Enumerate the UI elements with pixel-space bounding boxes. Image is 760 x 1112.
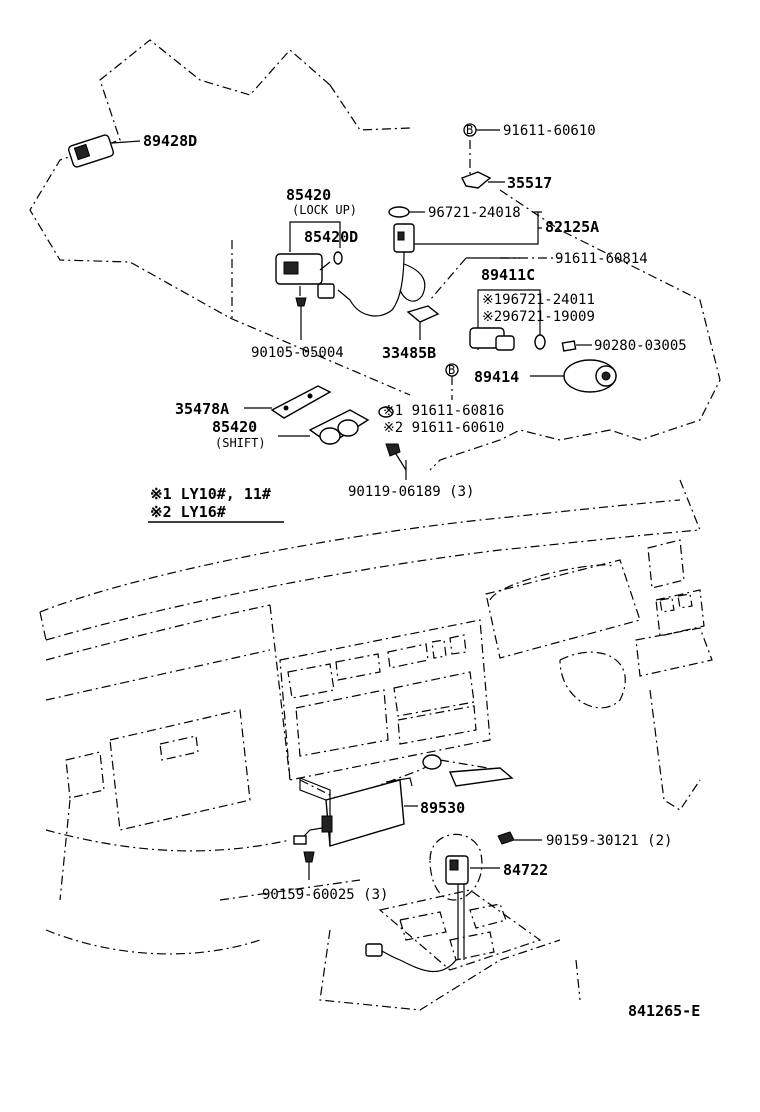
part-84722-shift-knob: 84722 xyxy=(365,833,548,973)
part-82125A-harness: 96721-24018 82125A xyxy=(317,205,599,317)
instrument-panel-outline xyxy=(39,479,713,1011)
part-85420-shift: 85420 (SHIFT) xyxy=(212,406,394,450)
label-84722: 84722 xyxy=(503,861,548,879)
part-89411C-sensor: 89411C ※196721-24011 ※296721-19009 xyxy=(469,266,595,351)
label-90159-60025: 90159-60025 (3) xyxy=(262,887,388,903)
label-90159-30121: 90159-30121 (2) xyxy=(546,833,672,849)
applicability-notes: ※1 LY10#, 11# ※2 LY16# xyxy=(148,485,284,523)
caption-lock-up: (LOCK UP) xyxy=(292,203,357,217)
steering-column xyxy=(422,754,514,787)
label-90105-05004: 90105-05004 xyxy=(251,345,344,361)
bolt-marker-label: B xyxy=(466,123,473,137)
label-89411C: 89411C xyxy=(481,266,535,284)
label-33485B: 33485B xyxy=(382,344,436,362)
label-85420-lockup: 85420 xyxy=(286,186,331,204)
label-89530: 89530 xyxy=(420,799,465,817)
label-89428D: 89428D xyxy=(143,132,197,150)
label-196721-24011: ※196721-24011 xyxy=(482,292,595,308)
label-35478A: 35478A xyxy=(175,400,229,418)
label-91611-60610-2: ※2 91611-60610 xyxy=(383,420,504,436)
part-90280-03005: 90280-03005 xyxy=(561,338,687,354)
label-90119-06189: 90119-06189 (3) xyxy=(348,484,474,500)
part-90119-06189-bolt: 90119-06189 (3) xyxy=(348,443,474,500)
label-89414: 89414 xyxy=(474,368,519,386)
diagram-code: 841265-E xyxy=(628,1002,700,1020)
label-296721-19009: ※296721-19009 xyxy=(482,309,595,325)
label-35517: 35517 xyxy=(507,174,552,192)
part-35517-clip: 35517 xyxy=(461,171,552,192)
part-91611-60610-top: B 91611-60610 xyxy=(463,123,596,139)
part-90159-60025-screw: 90159-60025 (3) xyxy=(262,851,388,903)
note-2: ※2 LY16# xyxy=(150,503,226,521)
bolt-marker-label-2: B xyxy=(448,363,455,377)
part-89414-sensor: 89414 B xyxy=(445,359,617,400)
part-85420-lockup: 85420 (LOCK UP) 85420D xyxy=(275,186,358,296)
label-82125A: 82125A xyxy=(545,218,599,236)
label-90280-03005: 90280-03005 xyxy=(594,338,687,354)
part-35478A-bracket: 35478A xyxy=(175,385,332,419)
part-89428D-switch: 89428D xyxy=(67,132,197,168)
part-33485B-clamp: 33485B xyxy=(382,305,440,362)
note-1: ※1 LY10#, 11# xyxy=(150,485,271,503)
label-96721-24018: 96721-24018 xyxy=(428,205,521,221)
label-91611-60610-top: 91611-60610 xyxy=(503,123,596,139)
part-89530-ecu: 89530 xyxy=(293,777,465,847)
label-85420D: 85420D xyxy=(304,228,358,246)
label-85420-shift: 85420 xyxy=(212,418,257,436)
part-90159-30121-screw: 90159-30121 (2) xyxy=(497,831,672,849)
label-91611-60816: ※1 91611-60816 xyxy=(383,403,504,419)
caption-shift: (SHIFT) xyxy=(215,436,266,450)
part-90105-05004-bolt: 90105-05004 xyxy=(251,297,344,361)
upper-dashed-outline xyxy=(29,39,721,471)
part-91611-60814: 91611-60814 xyxy=(429,251,648,301)
part-91611-shift-bolts: ※1 91611-60816 ※2 91611-60610 xyxy=(383,403,504,436)
label-91611-60814: 91611-60814 xyxy=(555,251,648,267)
